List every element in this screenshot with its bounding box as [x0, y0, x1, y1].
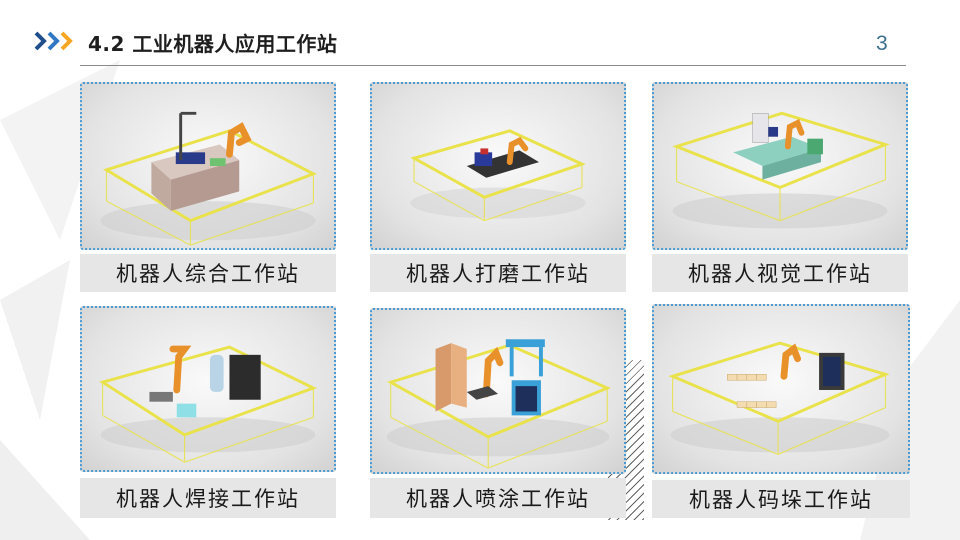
triple-chevron-right-icon	[34, 31, 73, 51]
station-label: 机器人焊接工作站	[116, 487, 300, 511]
station-image-vision	[652, 82, 908, 250]
station-label-bar: 机器人焊接工作站	[80, 478, 336, 518]
station-label-bar: 机器人码垛工作站	[652, 480, 910, 518]
station-label: 机器人打磨工作站	[406, 262, 590, 286]
station-image-painting	[370, 308, 626, 474]
station-card-comprehensive[interactable]: 机器人综合工作站	[80, 82, 336, 292]
station-label: 机器人综合工作站	[116, 262, 300, 286]
station-image-welding	[80, 306, 336, 472]
station-label-bar: 机器人综合工作站	[80, 254, 336, 292]
station-card-grinding[interactable]: 机器人打磨工作站	[370, 82, 626, 292]
station-card-palletizing[interactable]: 机器人码垛工作站	[652, 304, 910, 518]
page-number: 3	[876, 32, 888, 55]
station-card-welding[interactable]: 机器人焊接工作站	[80, 306, 336, 518]
station-image-comprehensive	[80, 82, 336, 250]
header: 4.2 工业机器人应用工作站 3	[0, 0, 960, 70]
station-label: 机器人视觉工作站	[688, 262, 872, 286]
page-title: 4.2 工业机器人应用工作站	[88, 32, 338, 56]
header-divider	[80, 65, 906, 66]
station-image-palletizing	[652, 304, 910, 474]
station-label: 机器人喷涂工作站	[406, 487, 590, 511]
station-label-bar: 机器人打磨工作站	[370, 254, 626, 292]
station-image-grinding	[370, 82, 626, 250]
station-label: 机器人码垛工作站	[689, 488, 873, 512]
station-label-bar: 机器人视觉工作站	[652, 254, 908, 292]
station-card-vision[interactable]: 机器人视觉工作站	[652, 82, 908, 292]
station-card-painting[interactable]: 机器人喷涂工作站	[370, 308, 626, 518]
station-label-bar: 机器人喷涂工作站	[370, 478, 626, 518]
